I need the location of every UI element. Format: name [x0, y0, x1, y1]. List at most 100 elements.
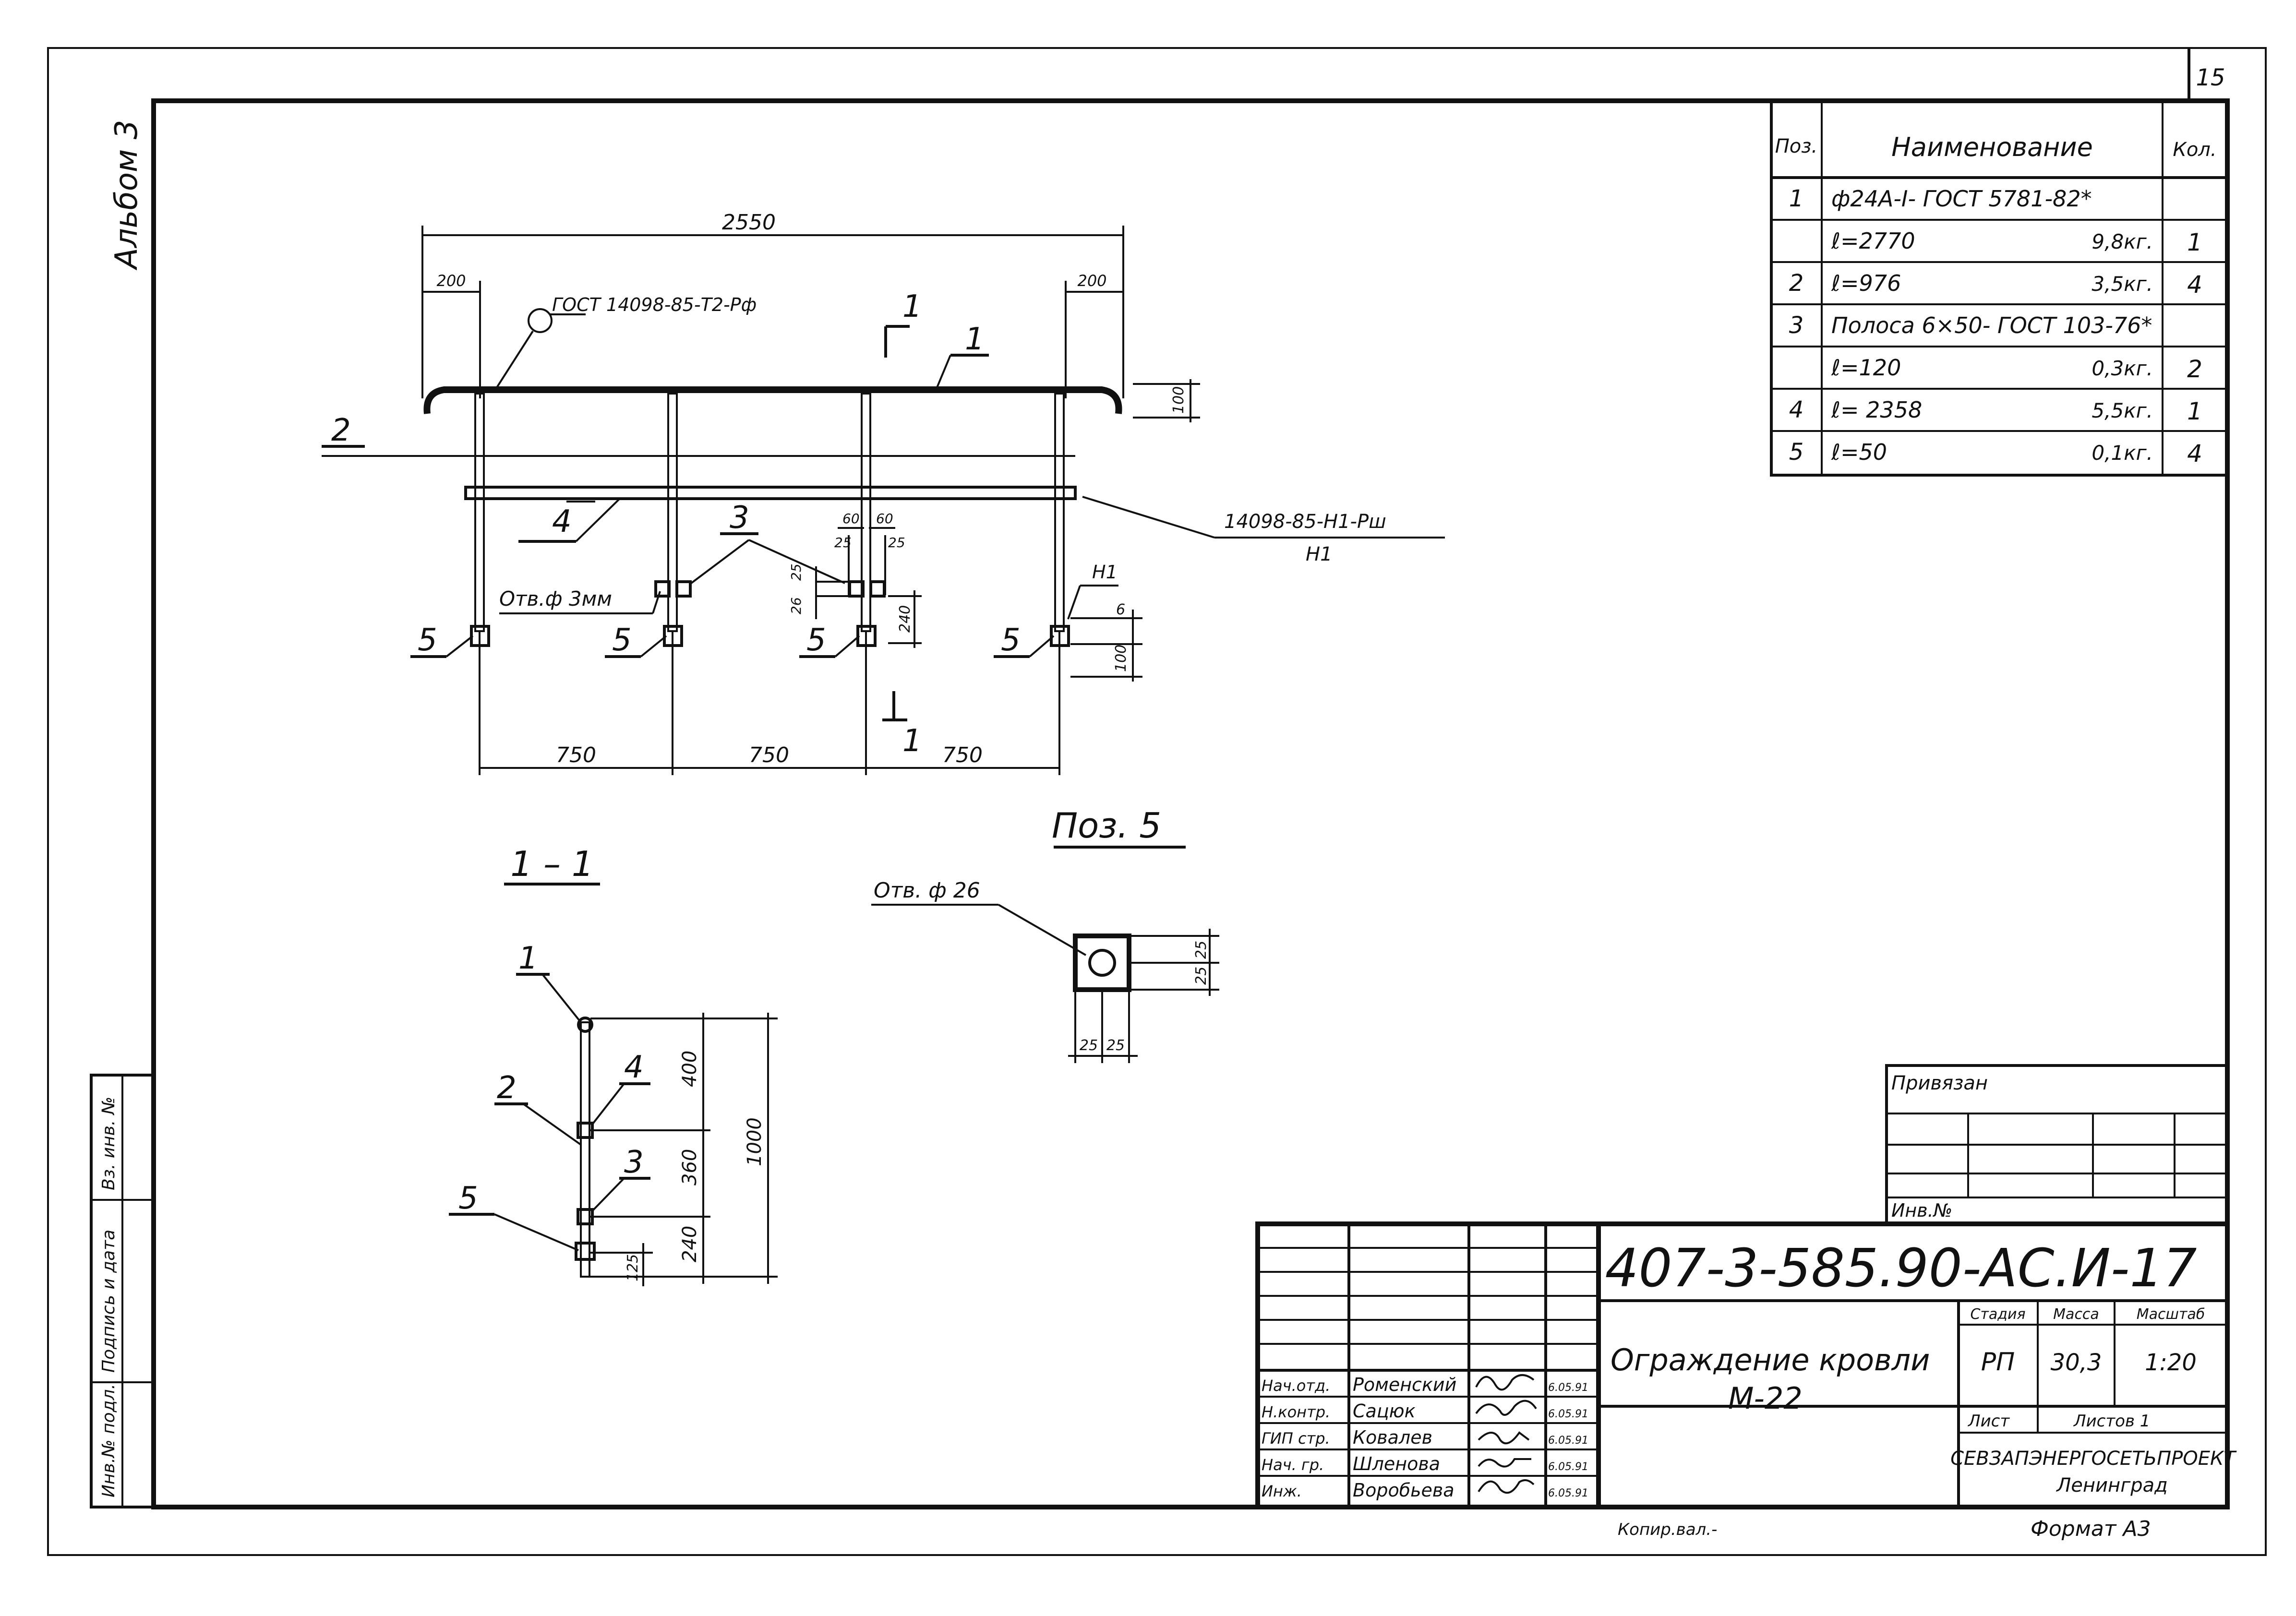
- detail-dim: 60: [842, 511, 860, 527]
- album-label: Альбом 3: [109, 120, 144, 271]
- staff-name: Сацюк: [1353, 1401, 1416, 1422]
- mass-value: 30,3: [2051, 1349, 2102, 1376]
- signature: [1475, 1374, 1535, 1391]
- spec-row-qty: 4: [2187, 271, 2202, 299]
- spec-row-name: ф24А-I- ГОСТ 5781-82*: [1831, 186, 2092, 212]
- hole-note: Отв.ф 3мм: [499, 587, 612, 610]
- pos5-dim: 25: [1106, 1037, 1125, 1054]
- side-stamp: Инв.№ подл. Подпись и дата Вз. инв. №: [90, 1074, 155, 1508]
- spec-row-pos: 1: [1789, 185, 1804, 212]
- spec-row-qty: 1: [2187, 228, 2202, 256]
- pos5-title: Поз. 5: [1052, 805, 1161, 846]
- drawing-name-1: Ограждение кровли: [1611, 1342, 1930, 1377]
- binding-block: Привязан Инв.№: [1885, 1064, 2229, 1225]
- spec-row-pos: 2: [1789, 270, 1804, 297]
- doc-code: 407-3-585.90-АС.И-17: [1605, 1237, 2197, 1299]
- base-label-5: 5: [612, 622, 632, 658]
- sheets-label: Листов 1: [2073, 1412, 2150, 1431]
- top-rail: [423, 386, 1122, 414]
- detail-dim: 25: [834, 535, 852, 551]
- pos5-hole-note: Отв. ф 26: [874, 878, 980, 903]
- spec-row-name: ℓ=2770: [1831, 228, 1915, 254]
- pos5-plate: [1073, 934, 1131, 992]
- section-title: 1 – 1: [510, 844, 593, 884]
- detail-dim: 25: [888, 535, 905, 551]
- staff-date: 6.05.91: [1548, 1461, 1588, 1473]
- section-dim-bottom: 125: [625, 1254, 641, 1281]
- side-stamp-vz-label: Вз. инв. №: [99, 1097, 119, 1190]
- spec-row-pos: 5: [1789, 439, 1804, 466]
- staff-date: 6.05.91: [1548, 1408, 1588, 1420]
- scale-value: 1:20: [2145, 1349, 2197, 1376]
- section-mark-bottom: 1: [902, 723, 922, 759]
- stage-value: РП: [1981, 1348, 2015, 1377]
- staff-name: Шленова: [1353, 1453, 1440, 1474]
- spec-row-qty: 4: [2187, 440, 2202, 467]
- spec-row-qty: 2: [2187, 355, 2202, 383]
- org-name: СЕВЗАПЭНЕРГОСЕТЬПРОЕКТ: [1950, 1448, 2237, 1470]
- dim-left-offset: 200: [436, 272, 466, 290]
- signature: [1475, 1400, 1537, 1416]
- plate: [869, 580, 886, 598]
- detail-dim: 240: [897, 605, 914, 633]
- dim-right-offset: 200: [1077, 272, 1106, 290]
- staff-date: 6.05.91: [1548, 1382, 1588, 1394]
- lower-rail: [464, 486, 1077, 500]
- plate-label-3: 3: [730, 500, 749, 536]
- bay-dim: 750: [556, 743, 596, 767]
- base-leaders: [410, 635, 1055, 658]
- sheet-number: 15: [2196, 64, 2225, 91]
- staff-role: Н.контр.: [1262, 1403, 1330, 1421]
- staff-name: Роменский: [1353, 1374, 1456, 1395]
- weld-note-right-1: 14098-85-Н1-Рш: [1224, 511, 1386, 533]
- section-label-3: 3: [624, 1145, 644, 1180]
- spec-row-qty: 1: [2187, 397, 2202, 425]
- staff-name: Ковалев: [1353, 1427, 1432, 1448]
- plate: [654, 580, 671, 598]
- section-label-1: 1: [518, 941, 538, 976]
- pos5-dim: 25: [1193, 941, 1210, 959]
- section-dim-total: 1000: [744, 1117, 766, 1166]
- weld-note-right-2: Н1: [1306, 543, 1333, 565]
- side-stamp-inv-label: Инв.№ подл.: [99, 1384, 119, 1497]
- section-dim-lower: 240: [679, 1226, 701, 1262]
- spec-row-mass: 5,5кг.: [2092, 399, 2153, 422]
- weld-label-n1: Н1: [1092, 562, 1118, 583]
- spec-header-name: Наименование: [1891, 132, 2093, 162]
- main-view: 2550 200 200 ГОСТ 14098-85-Т2-Рф 100 1 1: [322, 210, 1445, 775]
- staff-role: Инж.: [1262, 1482, 1302, 1500]
- staff-role: Нач. гр.: [1262, 1456, 1324, 1474]
- side-stamp-sign-label: Подпись и дата: [99, 1230, 119, 1373]
- lower-rail-label-4: 4: [552, 504, 572, 539]
- spec-row-name: ℓ=976: [1831, 270, 1901, 296]
- weld-note-top: ГОСТ 14098-85-Т2-Рф: [552, 294, 757, 315]
- spec-table: Поз. Наименование Кол. 1 ф24А-I- ГОСТ 57…: [1770, 99, 2229, 477]
- staff-date: 6.05.91: [1548, 1487, 1588, 1499]
- bay-dim: 750: [749, 743, 789, 767]
- base-label-5: 5: [418, 622, 437, 658]
- staff-role: ГИП стр.: [1262, 1429, 1330, 1448]
- section-view: 1 – 1 1 2 4 3 5 400 360 240 1: [449, 844, 778, 1286]
- org-city: Ленинград: [2056, 1474, 2168, 1496]
- detail-dim: 100: [1113, 645, 1130, 672]
- pos5-dim: 25: [1080, 1037, 1098, 1054]
- section-label-2: 2: [497, 1070, 517, 1106]
- pos5-view: Поз. 5 Отв. ф 26 25 25 25 25: [871, 805, 1219, 1063]
- copied-note: Копир.вал.-: [1618, 1520, 1717, 1539]
- detail-dim: 25: [788, 563, 804, 581]
- scale-header: Масштаб: [2137, 1306, 2205, 1323]
- spec-header-pos: Поз.: [1775, 135, 1818, 157]
- spec-row-mass: 3,5кг.: [2092, 272, 2153, 296]
- dim-total: 2550: [722, 210, 776, 235]
- signature: [1478, 1431, 1530, 1445]
- weld-circle: [528, 308, 553, 333]
- pos5-hole: [1088, 949, 1116, 977]
- staff-role: Нач.отд.: [1262, 1377, 1330, 1395]
- stage-header: Стадия: [1970, 1306, 2025, 1323]
- title-block: 407-3-585.90-АС.И-17 Ограждение кровли М…: [1255, 1221, 2237, 1509]
- outer-frame: [47, 47, 2267, 1556]
- base-label-5: 5: [1001, 622, 1021, 658]
- staff-date: 6.05.91: [1548, 1435, 1588, 1447]
- inner-frame: [151, 98, 2230, 1509]
